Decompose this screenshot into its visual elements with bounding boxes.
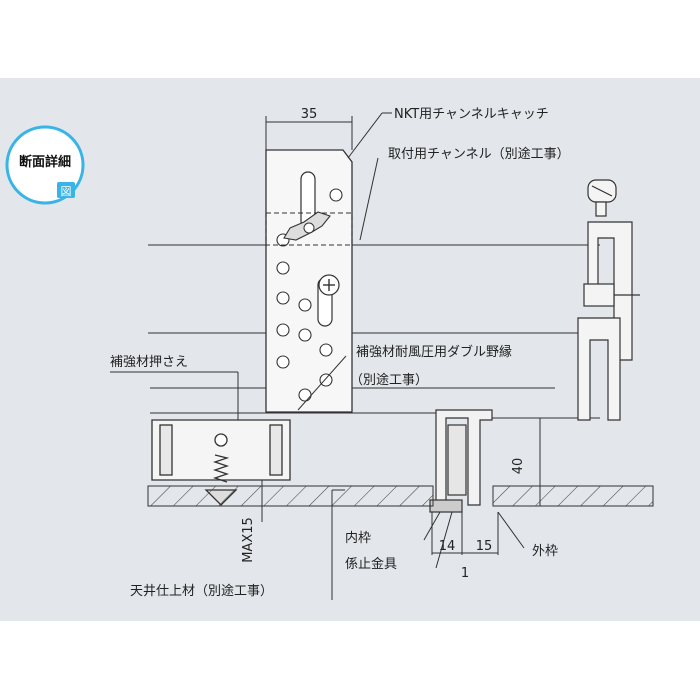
dim-14: 14 <box>439 539 456 554</box>
badge-title: 断面詳細 <box>19 154 71 170</box>
dim-15: 15 <box>476 539 493 554</box>
label-outer-frame: 外枠 <box>532 544 558 559</box>
section-detail-badge: 断面詳細 図 <box>5 125 85 205</box>
channel-lines <box>148 244 600 419</box>
dimension-lines <box>261 116 548 555</box>
dim-1: 1 <box>461 566 469 581</box>
dim-35: 35 <box>301 107 318 122</box>
label-inner-frame: 内枠 <box>345 530 371 546</box>
label-reinforce-holder: 補強材押さえ <box>110 355 188 370</box>
label-mount-channel: 取付用チャンネル（別途工事） <box>388 146 570 162</box>
ceiling-finish <box>147 485 654 507</box>
double-joist-profile <box>429 409 493 513</box>
leader-lines <box>110 112 525 600</box>
label-double-joist-1: 補強材耐風圧用ダブル野縁 <box>356 344 512 360</box>
dim-40: 40 <box>511 458 526 475</box>
dim-max15: MAX15 <box>241 517 256 563</box>
label-double-joist-2: （別途工事） <box>350 372 428 388</box>
hanger-assembly <box>577 179 640 421</box>
channel-catch-bracket <box>265 149 353 413</box>
label-ceiling-finish: 天井仕上材（別途工事） <box>130 583 273 599</box>
label-channel-catch: NKT用チャンネルキャッチ <box>394 107 549 122</box>
badge-sub: 図 <box>61 185 72 198</box>
label-stop-fitting: 係止金具 <box>345 556 397 572</box>
